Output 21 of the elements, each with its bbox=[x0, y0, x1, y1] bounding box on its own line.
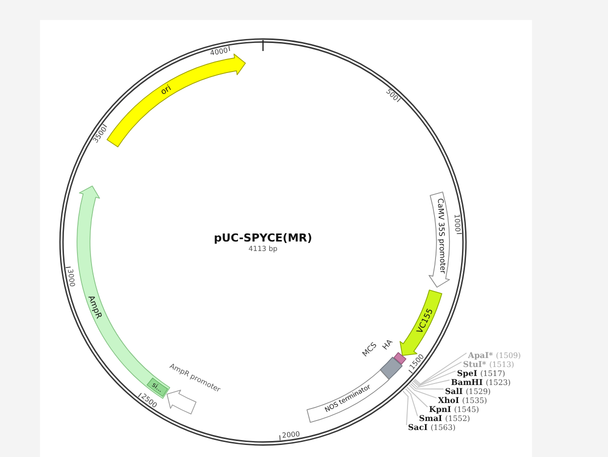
leader-line bbox=[412, 370, 456, 386]
leader-line bbox=[414, 352, 467, 385]
leader-line bbox=[414, 362, 462, 386]
enzyme-name: XhoI bbox=[438, 395, 460, 405]
leader-line bbox=[402, 390, 409, 426]
plasmid-name: pUC-SPYCE(MR) bbox=[214, 232, 312, 246]
enzyme-name: StuI* bbox=[463, 359, 486, 369]
leader-line bbox=[405, 388, 418, 416]
enzyme-name: SacI bbox=[408, 422, 428, 432]
enzyme-name: SmaI bbox=[419, 413, 442, 423]
enzyme-name: KpnI bbox=[429, 404, 452, 414]
enzyme-name: SalI bbox=[445, 386, 463, 396]
leader-line bbox=[411, 380, 450, 388]
enzyme-name: BamHI bbox=[451, 377, 483, 387]
enzyme-name: SpeI bbox=[457, 368, 478, 378]
feature-label: AmpR bbox=[86, 294, 104, 320]
leader-line bbox=[410, 383, 444, 390]
leader-line bbox=[408, 384, 437, 398]
enzyme-name: ApaI* bbox=[468, 350, 493, 360]
feature-label: ori bbox=[159, 84, 173, 98]
leader-line bbox=[406, 386, 428, 408]
